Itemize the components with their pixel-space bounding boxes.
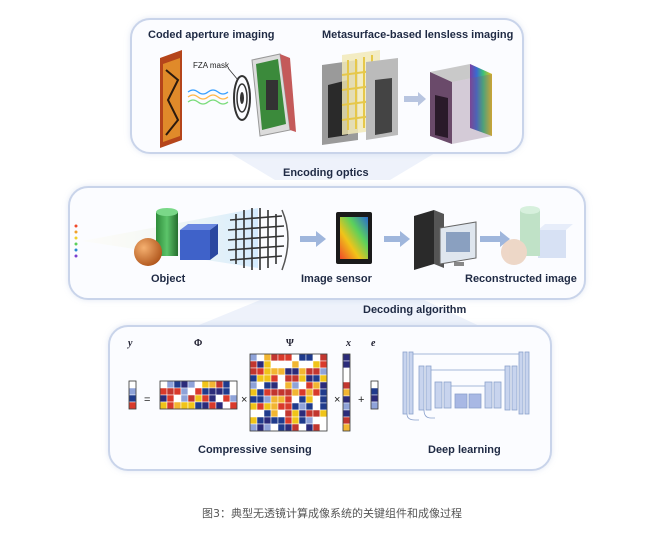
e-symbol: e [371,338,376,349]
phi-symbol: Φ [194,338,203,349]
arrow-icon [384,231,410,247]
y-symbol: y [128,338,133,349]
encoding-optic-lattice [227,208,289,271]
top-illustrations [160,50,492,148]
computer-icon [414,210,477,270]
arrow-icon [480,231,510,247]
psi-symbol: Ψ [286,338,294,349]
reconstructed-label: Reconstructed image [465,273,577,285]
arrow-icon [404,92,426,106]
unet-diagram [402,351,530,421]
figure-caption: 图3：典型无透镜计算成像系统的关键组件和成像过程 [202,507,462,520]
image-sensor-label: Image sensor [301,273,372,285]
decoding-algorithm-label: Decoding algorithm [363,304,467,316]
compressive-sensing-matrices [128,353,379,432]
x-symbol: x [346,338,351,349]
spectrum-dots [74,224,78,258]
hyperspectral-cube [430,64,492,144]
times-sign-2: × [334,394,341,406]
middle-illustrations [74,206,573,271]
deep-learning-label: Deep learning [428,444,501,456]
fza-mask [233,75,251,121]
top-connector [225,150,440,180]
equals-sign: = [144,394,151,406]
psi-matrix [249,353,328,432]
y-vector [128,380,137,410]
x-vector [342,353,351,432]
times-sign-1: × [241,394,248,406]
compressive-sensing-label: Compressive sensing [198,444,312,456]
reconstructed-illustration [501,206,573,265]
image-sensor-illustration [336,212,372,264]
coded-aperture-title: Coded aperture imaging [148,29,275,41]
e-vector [370,380,379,410]
arrow-icon [300,231,326,247]
fza-mask-label: FZA mask [193,61,230,70]
light-waves [187,89,229,105]
phi-matrix [159,380,238,410]
metasurface-title: Metasurface-based lensless imaging [322,29,514,41]
plus-sign: + [358,394,365,406]
cameraman-image [322,50,398,145]
encoding-optics-label: Encoding optics [283,167,369,179]
object-illustration [134,208,218,266]
object-label: Object [151,273,186,285]
